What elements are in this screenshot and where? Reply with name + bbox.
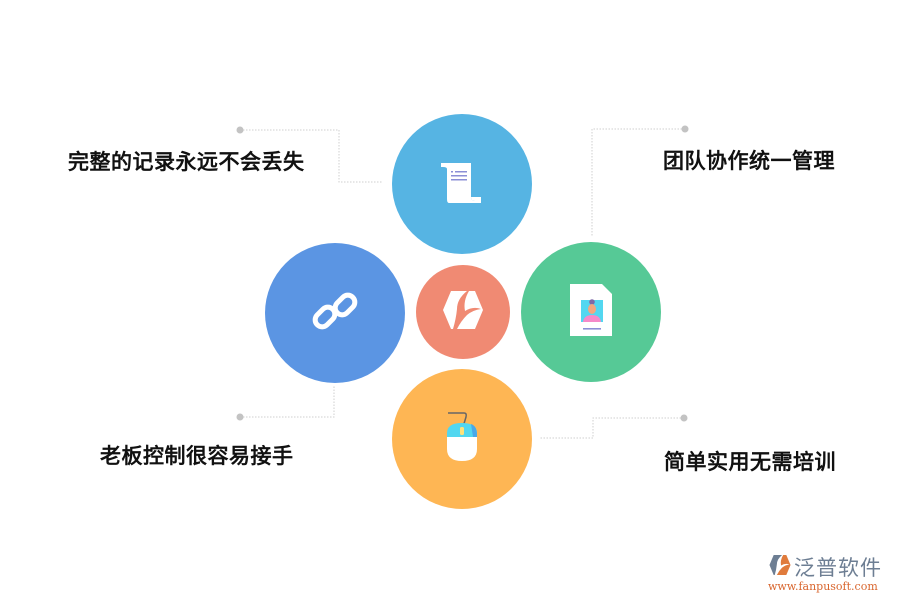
- chain-link-icon: [308, 284, 362, 342]
- connector-dot: [681, 125, 689, 133]
- watermark-url: www.fanpusoft.com: [768, 580, 878, 593]
- feature-label-records: 完整的记录永远不会丢失: [68, 150, 305, 174]
- brand-logo-icon: [768, 555, 792, 579]
- connector-bottom-left: [240, 386, 335, 418]
- scroll-document-icon: [437, 159, 487, 209]
- connector-dot: [236, 126, 244, 134]
- feature-circle-team: [521, 242, 661, 382]
- brand-logo-icon: [443, 291, 483, 333]
- feature-label-easy-use: 简单实用无需培训: [664, 450, 836, 474]
- profile-card-icon: [568, 282, 614, 342]
- feature-circle-records: [392, 114, 532, 254]
- feature-circle-boss-control: [265, 243, 405, 383]
- connector-top-left: [240, 129, 382, 183]
- connector-dot: [236, 413, 244, 421]
- connector-dot: [680, 414, 688, 422]
- feature-label-team: 团队协作统一管理: [663, 149, 835, 173]
- watermark-logo: 泛普软件 www.fanpusoft.com: [768, 552, 894, 593]
- connector-bottom-right: [540, 417, 684, 439]
- center-circle-brand: [416, 265, 510, 359]
- feature-label-boss-control: 老板控制很容易接手: [100, 444, 294, 468]
- watermark-brand-name: 泛普软件: [794, 556, 882, 580]
- mouse-icon: [442, 411, 482, 467]
- feature-circle-easy-use: [392, 369, 532, 509]
- connector-top-right: [591, 128, 685, 236]
